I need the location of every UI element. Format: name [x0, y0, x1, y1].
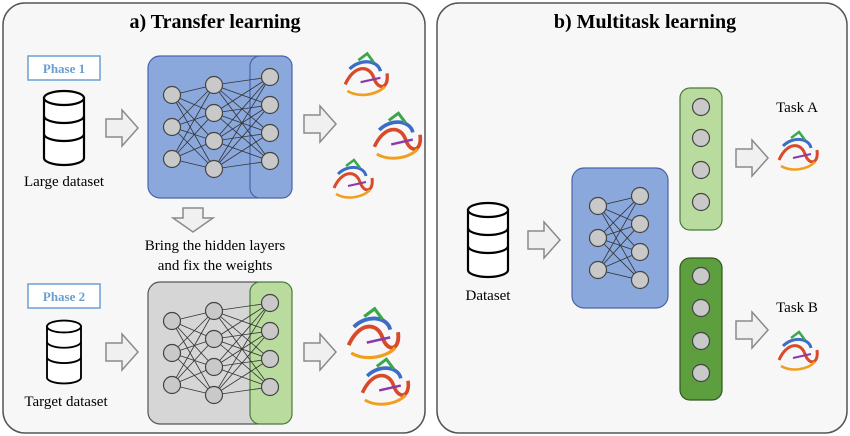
network-node	[588, 260, 608, 280]
network-node	[162, 375, 182, 395]
network-edge	[213, 302, 271, 396]
network-node	[691, 266, 711, 286]
network-edge	[213, 386, 271, 396]
network-edge	[171, 338, 215, 386]
network-edge	[171, 320, 215, 396]
network-edge	[597, 237, 641, 281]
network-node	[204, 159, 224, 179]
task-a-head-box	[679, 87, 723, 231]
network-node	[204, 385, 224, 405]
network-node	[260, 349, 280, 369]
network-edge	[597, 205, 641, 253]
network-edge	[213, 76, 271, 170]
network-node	[204, 75, 224, 95]
network-edge	[171, 112, 215, 160]
network-edge	[213, 76, 271, 142]
transfer-note-line2: and fix the weights	[158, 258, 273, 274]
network-edge	[171, 94, 215, 170]
network-edge	[213, 358, 271, 396]
phase1-badge	[27, 55, 101, 81]
large-dataset-label: Large dataset	[24, 174, 105, 190]
network-node	[691, 192, 711, 212]
phase2-label: Phase 2	[43, 289, 85, 304]
network-node	[204, 131, 224, 151]
network-node	[691, 363, 711, 383]
network-edge	[171, 126, 215, 170]
network-node	[260, 151, 280, 171]
network-edge	[171, 320, 215, 368]
network-edge	[213, 302, 271, 312]
network-edge	[213, 160, 271, 170]
network-node	[162, 117, 182, 137]
network-node	[162, 311, 182, 331]
network-node	[204, 103, 224, 123]
transfer-note-line1: Bring the hidden layers	[145, 238, 286, 254]
network-edge	[171, 352, 215, 396]
network-edge	[213, 302, 271, 340]
network-node	[260, 321, 280, 341]
phase2-badge	[27, 283, 101, 309]
shared-hidden-layers-box	[571, 167, 669, 309]
network-edge	[171, 310, 215, 386]
network-node	[162, 149, 182, 169]
network-node	[260, 293, 280, 313]
network-node	[204, 329, 224, 349]
target-dataset-label: Target dataset	[24, 394, 108, 410]
database-icon	[42, 89, 86, 167]
network-node	[260, 377, 280, 397]
task-a-label: Task A	[776, 100, 818, 116]
network-node	[162, 85, 182, 105]
network-nodes	[162, 293, 280, 405]
network-edge	[597, 195, 641, 239]
network-edge	[213, 132, 271, 170]
network-node	[691, 97, 711, 117]
network-edge	[597, 205, 641, 281]
task-b-label: Task B	[776, 300, 818, 316]
network-node	[204, 357, 224, 377]
panel-a-title: a) Transfer learning	[129, 11, 300, 33]
network-edge	[171, 84, 215, 160]
network-nodes	[691, 97, 711, 383]
database-icon	[46, 319, 82, 385]
dataset-label: Dataset	[466, 288, 512, 304]
network-edge	[171, 84, 215, 128]
database-icon	[466, 201, 510, 279]
network-node	[691, 298, 711, 318]
network-edge	[213, 76, 271, 114]
network-node	[691, 128, 711, 148]
network-edge	[597, 223, 641, 271]
network-edge	[171, 94, 215, 142]
network-edge	[213, 104, 271, 170]
network-edge	[213, 76, 271, 86]
network-node	[691, 160, 711, 180]
network-node	[260, 95, 280, 115]
network-node	[260, 123, 280, 143]
network-node	[691, 331, 711, 351]
network-node	[260, 67, 280, 87]
network-node	[630, 186, 650, 206]
network-edge	[213, 302, 271, 368]
network-node	[630, 242, 650, 262]
task-b-head-box	[679, 257, 723, 401]
network-node	[630, 270, 650, 290]
network-node	[630, 214, 650, 234]
network-node	[588, 196, 608, 216]
network-node	[162, 343, 182, 363]
phase1-label: Phase 1	[43, 61, 85, 76]
network-nodes	[588, 186, 650, 290]
network-node	[588, 228, 608, 248]
network-nodes	[162, 67, 280, 179]
panel-b-title: b) Multitask learning	[554, 11, 736, 33]
network-edge	[597, 195, 641, 271]
network-edge	[171, 310, 215, 354]
network-edges	[171, 302, 271, 396]
network-edge	[213, 330, 271, 396]
network-node	[204, 301, 224, 321]
